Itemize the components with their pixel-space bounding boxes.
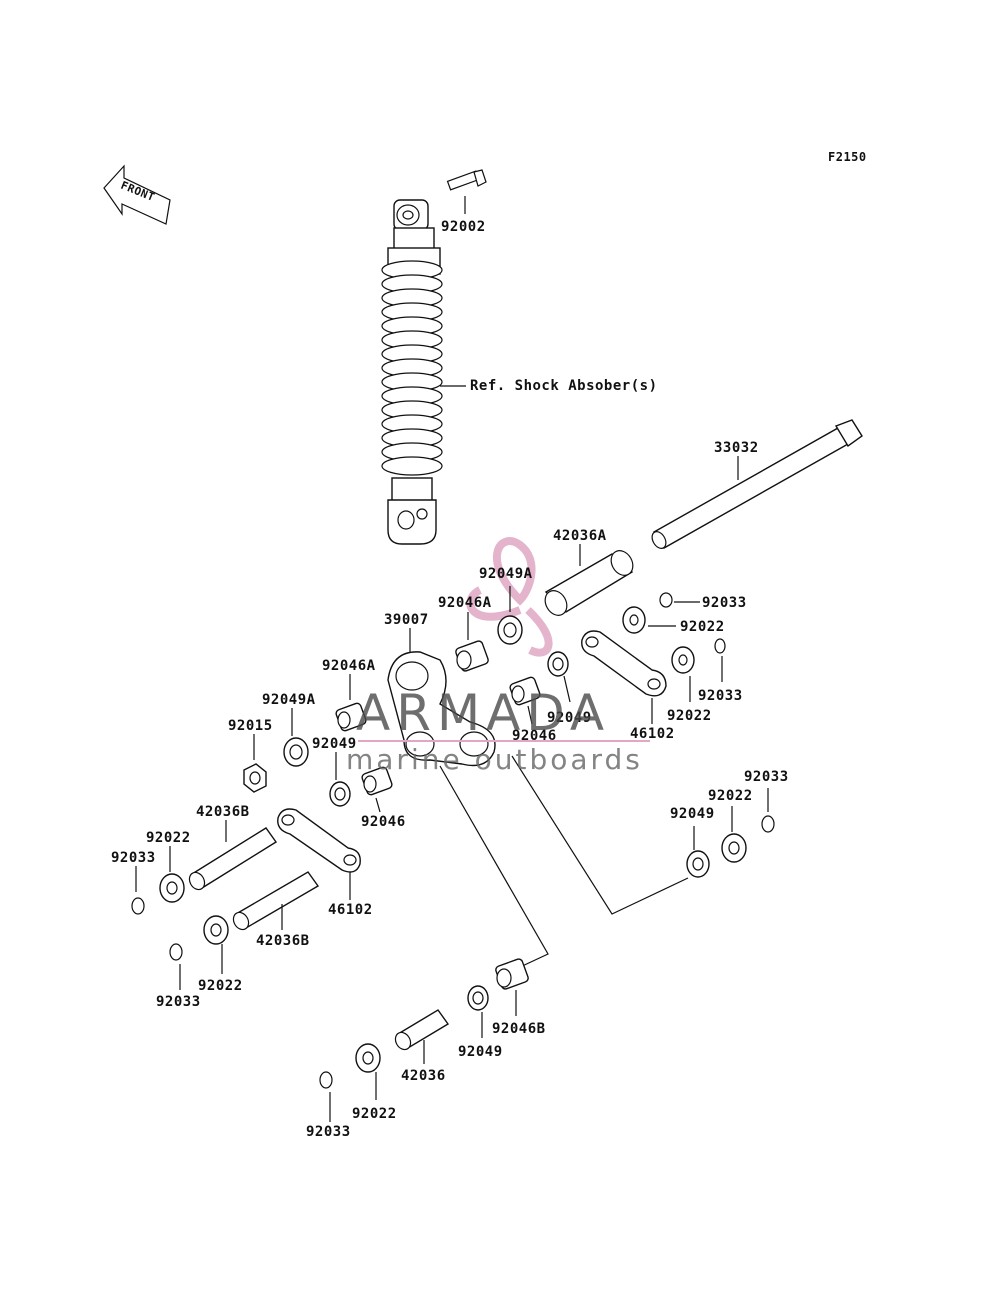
label-92049A-top: 92049A — [479, 566, 533, 582]
label-42036B-a: 42036B — [196, 804, 250, 820]
bushing-92046-a — [509, 676, 541, 706]
washer-92022-e — [203, 915, 229, 945]
shock-absorber — [381, 199, 443, 545]
label-92022-c: 92022 — [708, 788, 753, 804]
washer-92049A-left — [283, 737, 309, 767]
washer-92022-c — [721, 833, 747, 863]
label-92033-a: 92033 — [702, 595, 747, 611]
armada-logo-icon — [466, 537, 553, 657]
label-92046B: 92046B — [492, 1021, 546, 1037]
washer-92049-b — [329, 781, 351, 807]
label-92022-e: 92022 — [198, 978, 243, 994]
tie-rod-46102-b — [277, 808, 361, 873]
label-92033-d: 92033 — [111, 850, 156, 866]
label-92022-b: 92022 — [667, 708, 712, 724]
tie-rod-46102-a — [581, 630, 667, 697]
label-92015: 92015 — [228, 718, 273, 734]
washer-92022-f — [355, 1043, 381, 1073]
pin-42036B-a — [188, 827, 278, 891]
washer-92022-d — [159, 873, 185, 903]
bolt-92002 — [446, 169, 487, 191]
circlip-92033-b-icon — [714, 638, 726, 654]
washer-92049-a — [547, 651, 569, 677]
label-42036A: 42036A — [553, 528, 607, 544]
nut-92015 — [243, 763, 267, 793]
label-92046A-left: 92046A — [322, 658, 376, 674]
washer-92049-d — [467, 985, 489, 1011]
circlip-92033-d-icon — [131, 897, 145, 915]
label-92033-e: 92033 — [156, 994, 201, 1010]
label-92033-f: 92033 — [306, 1124, 351, 1140]
label-92049A-left: 92049A — [262, 692, 316, 708]
guide-line-lower — [439, 765, 549, 969]
rocker-arm-39007 — [387, 651, 496, 767]
bushing-92046A-left — [335, 702, 367, 732]
circlip-92033-f-icon — [319, 1071, 333, 1089]
label-92049-d: 92049 — [458, 1044, 503, 1060]
circlip-92033-c-icon — [761, 815, 775, 833]
bushing-92046A-top — [455, 640, 489, 672]
washer-92022-b — [671, 646, 695, 674]
bushing-92046-b — [361, 766, 393, 796]
collar-42036A — [544, 550, 634, 616]
label-92046-b: 92046 — [361, 814, 406, 830]
figure-code: F2150 — [828, 150, 867, 164]
label-92002: 92002 — [441, 219, 486, 235]
ref-shock-label: Ref. Shock Absober(s) — [470, 378, 658, 394]
label-46102-b: 46102 — [328, 902, 373, 918]
washer-92049A-top — [497, 615, 523, 645]
circlip-92033-e-icon — [169, 943, 183, 961]
watermark-tagline: marine outboards — [346, 743, 643, 776]
washer-92022-a — [622, 606, 646, 634]
label-92033-c: 92033 — [744, 769, 789, 785]
label-92022-d: 92022 — [146, 830, 191, 846]
front-arrow-icon: FRONT — [103, 164, 171, 225]
label-39007: 39007 — [384, 612, 429, 628]
label-92022-a: 92022 — [680, 619, 725, 635]
shaft-33032 — [651, 419, 863, 549]
label-92049-b: 92049 — [312, 736, 357, 752]
label-92046A-top: 92046A — [438, 595, 492, 611]
pin-42036B-b — [232, 871, 320, 931]
label-92049-c: 92049 — [670, 806, 715, 822]
guide-line-right — [511, 755, 689, 915]
label-92022-f: 92022 — [352, 1106, 397, 1122]
label-46102-a: 46102 — [630, 726, 675, 742]
label-92049-a: 92049 — [547, 710, 592, 726]
label-42036: 42036 — [401, 1068, 446, 1084]
label-33032: 33032 — [714, 440, 759, 456]
bushing-92046B — [495, 958, 529, 990]
label-42036B-b: 42036B — [256, 933, 310, 949]
washer-92049-c — [686, 850, 710, 878]
spring-coil — [381, 456, 443, 476]
watermark-name: ARMADA — [356, 684, 610, 742]
label-92033-b: 92033 — [698, 688, 743, 704]
circlip-92033-a-icon — [659, 592, 673, 608]
pin-42036 — [394, 1009, 450, 1051]
